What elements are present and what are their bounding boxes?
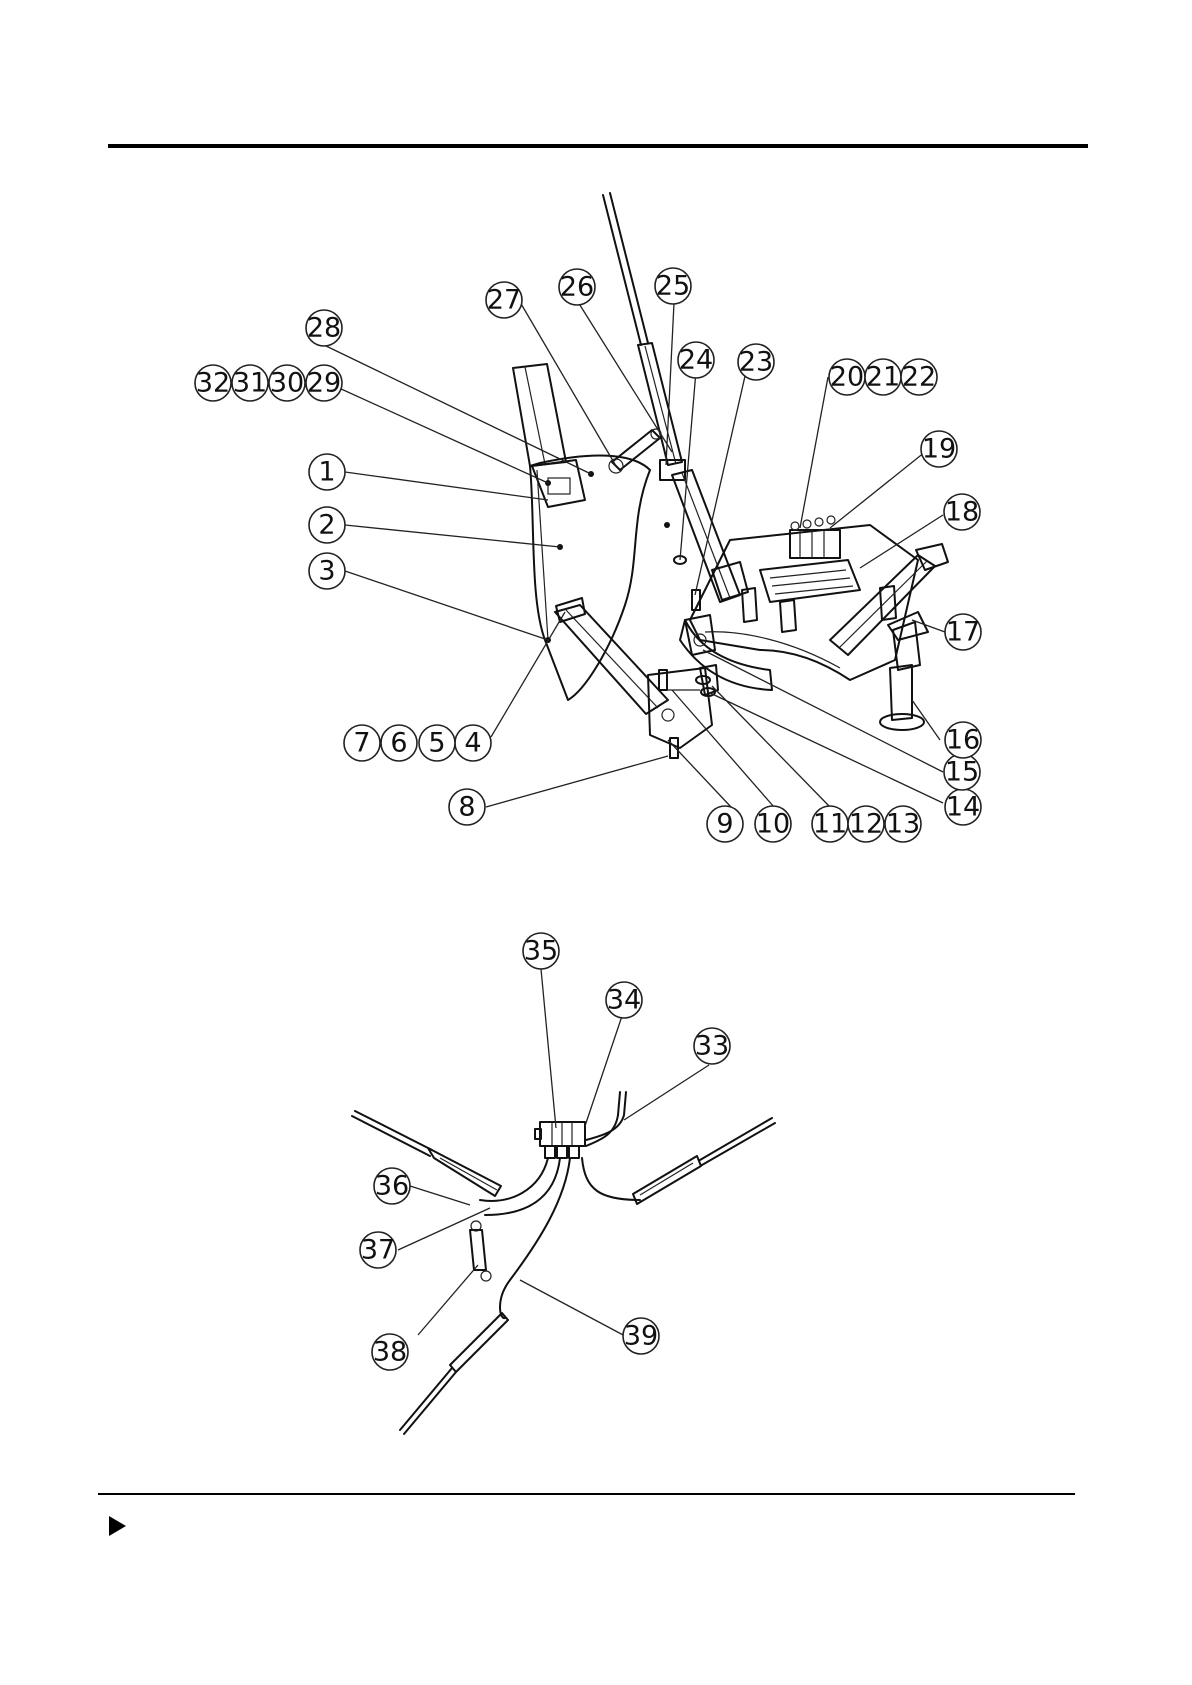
callout-8: 8 (449, 789, 485, 825)
callout-31: 31 (232, 365, 268, 401)
callout-number: 37 (361, 1235, 395, 1266)
callout-number: 27 (487, 285, 521, 316)
callout-2: 2 (309, 507, 345, 543)
callout-15: 15 (944, 754, 980, 790)
callout-number: 2 (318, 510, 335, 541)
callout-14: 14 (945, 789, 981, 825)
callout-number: 4 (464, 728, 481, 759)
callout-29: 29 (306, 365, 342, 401)
callout-number: 6 (390, 728, 407, 759)
callout-number: 36 (375, 1171, 409, 1202)
callout-number: 34 (607, 985, 641, 1016)
lower-hydraulic-drawing (352, 1092, 775, 1434)
callout-34: 34 (606, 982, 642, 1018)
callout-12: 12 (848, 806, 884, 842)
callout-38: 38 (372, 1334, 408, 1370)
callout-5: 5 (419, 725, 455, 761)
callout-21: 21 (865, 359, 901, 395)
callout-number: 12 (849, 809, 883, 840)
callout-33: 33 (694, 1028, 730, 1064)
callout-23: 23 (738, 344, 774, 380)
callout-number: 13 (886, 809, 920, 840)
callout-11: 11 (812, 806, 848, 842)
callout-number: 25 (656, 271, 690, 302)
callout-25: 25 (655, 268, 691, 304)
callout-36: 36 (374, 1168, 410, 1204)
callout-number: 3 (318, 556, 335, 587)
callout-18: 18 (944, 494, 980, 530)
lower-leader-lines (398, 969, 709, 1336)
callout-number: 29 (307, 368, 341, 399)
callout-16: 16 (945, 722, 981, 758)
callout-number: 38 (373, 1337, 407, 1368)
callout-1: 1 (309, 454, 345, 490)
callout-19: 19 (921, 431, 957, 467)
callout-number: 5 (428, 728, 445, 759)
callout-3: 3 (309, 553, 345, 589)
callout-bubbles: 1234567891011121314151617181920212223242… (195, 268, 981, 1370)
callout-number: 28 (307, 313, 341, 344)
callout-35: 35 (523, 933, 559, 969)
callout-number: 8 (458, 792, 475, 823)
callout-26: 26 (559, 269, 595, 305)
callout-number: 23 (739, 347, 773, 378)
callout-32: 32 (195, 365, 231, 401)
callout-17: 17 (945, 614, 981, 650)
callout-22: 22 (901, 359, 937, 395)
callout-number: 35 (524, 936, 558, 967)
callout-6: 6 (381, 725, 417, 761)
callout-number: 24 (679, 345, 713, 376)
callout-10: 10 (755, 806, 791, 842)
callout-number: 15 (945, 757, 979, 788)
callout-number: 33 (695, 1031, 729, 1062)
callout-30: 30 (269, 365, 305, 401)
callout-number: 20 (830, 362, 864, 393)
callout-number: 21 (866, 362, 900, 393)
callout-28: 28 (306, 310, 342, 346)
callout-number: 22 (902, 362, 936, 393)
callout-37: 37 (360, 1232, 396, 1268)
footer-arrow-icon (109, 1516, 126, 1536)
callout-number: 10 (756, 809, 790, 840)
callout-number: 39 (624, 1321, 658, 1352)
callout-number: 9 (716, 809, 733, 840)
callout-20: 20 (829, 359, 865, 395)
callout-number: 17 (946, 617, 980, 648)
callout-number: 31 (233, 368, 267, 399)
callout-27: 27 (486, 282, 522, 318)
callout-39: 39 (623, 1318, 659, 1354)
callout-number: 18 (945, 497, 979, 528)
callout-number: 32 (196, 368, 230, 399)
callout-24: 24 (678, 342, 714, 378)
callout-number: 26 (560, 272, 594, 303)
callout-number: 14 (946, 792, 980, 823)
callout-number: 11 (813, 809, 847, 840)
callout-13: 13 (885, 806, 921, 842)
callout-number: 1 (318, 457, 335, 488)
callout-number: 7 (353, 728, 370, 759)
callout-number: 16 (946, 725, 980, 756)
callout-7: 7 (344, 725, 380, 761)
callout-9: 9 (707, 806, 743, 842)
callout-number: 30 (270, 368, 304, 399)
callout-number: 19 (922, 434, 956, 465)
callout-4: 4 (455, 725, 491, 761)
